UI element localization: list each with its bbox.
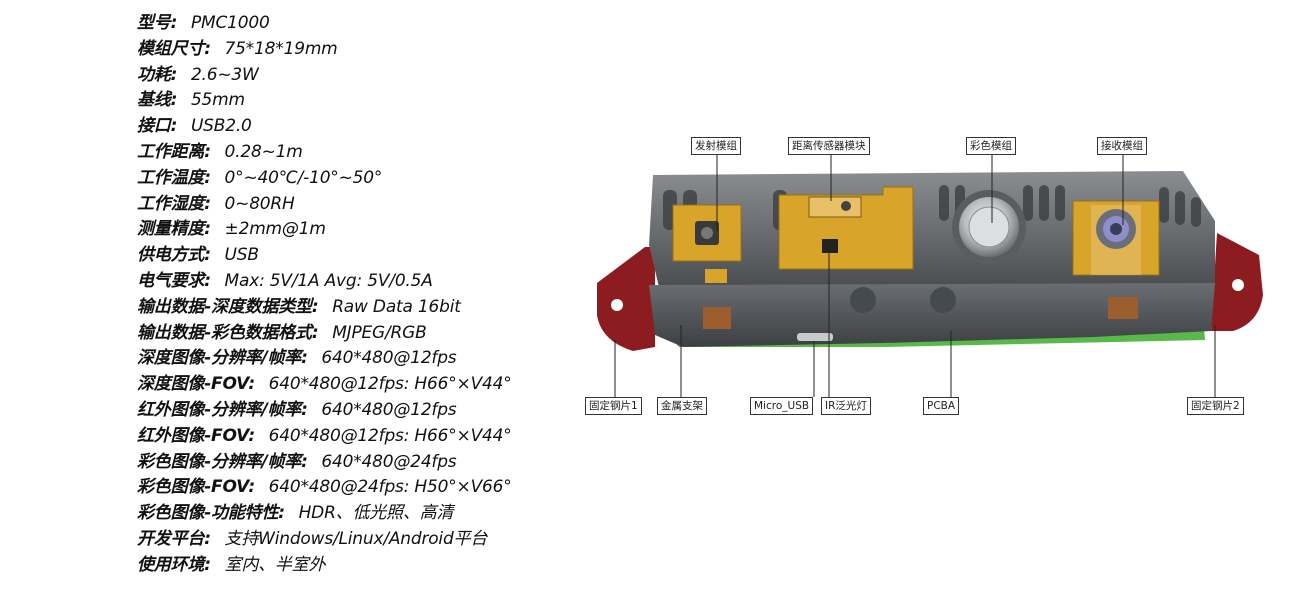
callout-pcba: PCBA: [923, 397, 960, 415]
module-illustration: [597, 153, 1263, 397]
spec-value: 75*18*19mm: [224, 38, 338, 59]
callout-ir-flood: IR泛光灯: [821, 397, 871, 415]
spec-row: 模组尺寸 75*18*19mm: [137, 37, 512, 63]
callout-receiver: 接收模组: [1097, 137, 1147, 155]
callout-distance-sensor: 距离传感器模块: [788, 137, 870, 155]
spec-value: Raw Data 16bit: [332, 296, 461, 317]
leader-lines: [614, 153, 1216, 397]
housing-front: [649, 283, 1215, 347]
spec-value: 0.28~1m: [224, 141, 303, 162]
spec-row: 输出数据-深度数据类型 Raw Data 16bit: [137, 295, 512, 321]
spec-row: 电气要求 Max: 5V/1A Avg: 5V/0.5A: [137, 269, 512, 295]
spec-row: 供电方式 USB: [137, 243, 512, 269]
spec-label: 开发平台: [137, 529, 217, 549]
spec-value: 640*480@24fps: H50°×V66°: [268, 477, 512, 498]
spec-value: 640*480@24fps: [321, 451, 457, 472]
spec-row: 开发平台支持Windows/Linux/Android平台: [137, 527, 512, 553]
spec-value: ±2mm@1m: [224, 219, 326, 240]
spec-row: 使用环境室内、半室外: [137, 553, 512, 579]
spec-list: 型号 PMC1000 模组尺寸 75*18*19mm 功耗 2.6~3W 基线 55mm 接口 U…: [137, 11, 512, 579]
spec-label: 供电方式: [137, 245, 217, 265]
spec-value: 2.6~3W: [190, 64, 259, 85]
spec-label: 测量精度: [137, 219, 217, 239]
spec-value: Max: 5V/1A Avg: 5V/0.5A: [224, 270, 433, 291]
metal-support-block: [703, 307, 731, 329]
spec-label: 电气要求: [137, 271, 217, 291]
spec-value: 室内、半室外: [224, 554, 326, 575]
spec-label: 功耗: [137, 65, 183, 85]
spec-row: 测量精度 ±2mm@1m: [137, 217, 512, 243]
spec-label: 工作距离: [137, 142, 217, 162]
spec-value: 640*480@12fps: [321, 399, 457, 420]
module-diagram: 发射模组 距离传感器模块 彩色模组 接收模组 固定钢片1 金属支架 Micro_…: [583, 135, 1271, 417]
spec-value: 640*480@12fps: H66°×V44°: [268, 425, 512, 446]
spec-label: 输出数据-彩色数据格式: [137, 323, 324, 343]
spec-value: 0~80RH: [224, 193, 295, 214]
spec-value: MJPEG/RGB: [332, 322, 427, 343]
spec-label: 深度图像-分辨率/帧率: [137, 348, 313, 368]
spec-row: 工作湿度 0~80RH: [137, 192, 512, 218]
spec-label: 彩色图像-FOV: [137, 477, 261, 497]
micro-usb-port: [797, 333, 833, 341]
callout-emitter: 发射模组: [691, 137, 741, 155]
spec-value: HDR、低光照、高清: [298, 503, 454, 524]
spec-value: 55mm: [190, 90, 245, 111]
spec-row: 彩色图像-FOV 640*480@24fps: H50°×V66°: [137, 475, 512, 501]
left-bracket: [597, 247, 655, 351]
spec-row: 彩色图像-功能特性 HDR、低光照、高清: [137, 501, 512, 527]
spec-value: USB2.0: [190, 116, 252, 137]
spec-row: 接口 USB2.0: [137, 114, 512, 140]
spec-label: 接口: [137, 116, 183, 136]
spec-label: 深度图像-FOV: [137, 374, 261, 394]
spec-row: 红外图像-FOV 640*480@12fps: H66°×V44°: [137, 424, 512, 450]
callout-color-module: 彩色模组: [966, 137, 1016, 155]
spec-label: 彩色图像-功能特性: [137, 503, 291, 523]
callout-bracket-1: 固定钢片1: [585, 397, 642, 415]
callout-micro-usb: Micro_USB: [750, 397, 814, 415]
spec-row: 深度图像-分辨率/帧率 640*480@12fps: [137, 346, 512, 372]
spec-label: 基线: [137, 90, 183, 110]
spec-label: 工作湿度: [137, 194, 217, 214]
spec-label: 模组尺寸: [137, 39, 217, 59]
spec-row: 功耗 2.6~3W: [137, 63, 512, 89]
spec-value: 640*480@12fps: [321, 348, 457, 369]
spec-row: 型号 PMC1000: [137, 11, 512, 37]
spec-value: USB: [224, 245, 259, 266]
spec-row: 基线 55mm: [137, 88, 512, 114]
spec-label: 红外图像-FOV: [137, 426, 261, 446]
spec-value: 640*480@12fps: H66°×V44°: [268, 374, 512, 395]
spec-row: 深度图像-FOV 640*480@12fps: H66°×V44°: [137, 372, 512, 398]
callout-bracket-2: 固定钢片2: [1187, 397, 1244, 415]
right-front-block: [1108, 297, 1138, 319]
spec-label: 使用环境: [137, 555, 217, 575]
callout-metal-support: 金属支架: [657, 397, 707, 415]
spec-label: 工作温度: [137, 168, 217, 188]
spec-label: 型号: [137, 13, 183, 33]
spec-label: 输出数据-深度数据类型: [137, 297, 324, 317]
left-bracket-hole: [611, 299, 623, 311]
spec-row: 工作距离 0.28~1m: [137, 140, 512, 166]
spec-row: 彩色图像-分辨率/帧率 640*480@24fps: [137, 450, 512, 476]
spec-label: 彩色图像-分辨率/帧率: [137, 452, 313, 472]
spec-value: 0°~40℃/-10°~50°: [224, 167, 383, 188]
spec-value: PMC1000: [190, 13, 270, 33]
spec-value: 支持Windows/Linux/Android平台: [224, 528, 488, 549]
spec-row: 输出数据-彩色数据格式 MJPEG/RGB: [137, 321, 512, 347]
spec-label: 红外图像-分辨率/帧率: [137, 400, 313, 420]
right-bracket-hole: [1232, 279, 1244, 291]
spec-row: 工作温度 0°~40℃/-10°~50°: [137, 166, 512, 192]
spec-row: 红外图像-分辨率/帧率 640*480@12fps: [137, 398, 512, 424]
